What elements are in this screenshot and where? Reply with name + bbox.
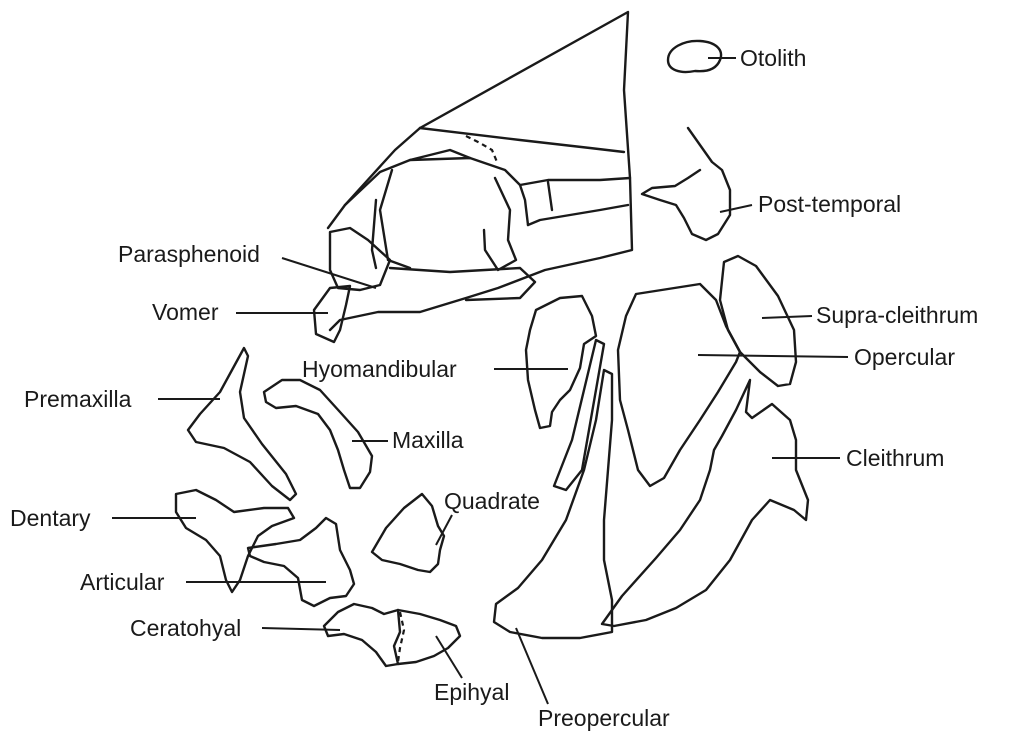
label-articular: Articular bbox=[80, 569, 165, 595]
label-parasphenoid: Parasphenoid bbox=[118, 241, 260, 267]
maxilla-bone bbox=[264, 380, 372, 488]
label-hyomandibular: Hyomandibular bbox=[302, 356, 457, 382]
label-post-temporal: Post-temporal bbox=[758, 191, 901, 217]
label-preopercular: Preopercular bbox=[538, 705, 670, 731]
parasphenoid-shaft bbox=[390, 268, 535, 300]
leader-lines bbox=[112, 58, 848, 704]
quadrate-bone bbox=[372, 494, 444, 572]
opercular-bone bbox=[618, 284, 740, 486]
label-maxilla: Maxilla bbox=[392, 427, 464, 453]
epihyal-bone bbox=[398, 610, 460, 664]
label-otolith: Otolith bbox=[740, 45, 806, 71]
label-quadrate: Quadrate bbox=[444, 488, 540, 514]
label-dentary: Dentary bbox=[10, 505, 91, 531]
label-epihyal: Epihyal bbox=[434, 679, 509, 705]
parasphenoid-bone bbox=[330, 228, 390, 290]
otolith-bone bbox=[668, 41, 721, 72]
neurocranium bbox=[328, 12, 632, 330]
post-temporal-bone bbox=[642, 128, 730, 240]
label-cleithrum: Cleithrum bbox=[846, 445, 944, 471]
cleithrum-bone bbox=[602, 380, 808, 626]
supra-cleithrum-bone bbox=[720, 256, 796, 386]
label-supra-cleithrum: Supra-cleithrum bbox=[816, 302, 978, 328]
label-ceratohyal: Ceratohyal bbox=[130, 615, 241, 641]
label-premaxilla: Premaxilla bbox=[24, 386, 132, 412]
label-opercular: Opercular bbox=[854, 344, 955, 370]
dentary-bone bbox=[176, 490, 294, 592]
ceratohyal-bone bbox=[324, 604, 400, 666]
premaxilla-bone bbox=[188, 348, 296, 500]
label-vomer: Vomer bbox=[152, 299, 219, 325]
hyomandibular-bone bbox=[526, 296, 596, 428]
